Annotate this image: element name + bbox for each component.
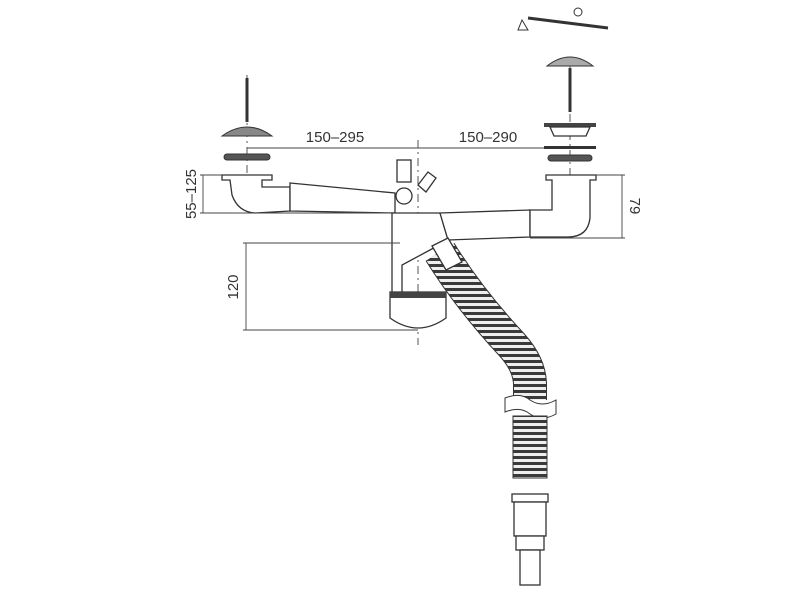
right-height-label: 79 <box>626 198 643 215</box>
left-spacing-label: 150–295 <box>306 129 364 146</box>
right-drain-body <box>529 174 597 238</box>
right-basket-strainer <box>544 123 596 137</box>
trap-cup <box>389 291 447 329</box>
trap-depth-label: 120 <box>225 274 242 299</box>
left-gasket <box>223 153 271 161</box>
right-chain-assembly <box>517 7 609 31</box>
hose-break-mark <box>504 394 557 419</box>
trap-depth-dimension <box>243 242 418 331</box>
right-stopper <box>545 56 595 112</box>
right-height-dimension <box>530 174 625 239</box>
height-adjust-label: 55–125 <box>183 169 200 219</box>
left-strainer <box>220 78 274 137</box>
right-outlet-pipe <box>439 209 531 241</box>
right-spacing-label: 150–290 <box>459 129 517 146</box>
left-outlet-pipe <box>289 182 396 214</box>
height-adjust-dimension <box>200 174 395 214</box>
right-gasket <box>547 154 593 162</box>
corrugated-hose-upper <box>426 243 546 400</box>
hose-connector <box>431 237 463 271</box>
right-flange <box>544 146 596 149</box>
left-drain-body <box>221 174 291 214</box>
hose-end-fitting <box>511 493 549 586</box>
corrugated-hose-lower <box>512 415 548 479</box>
overflow-connector <box>395 159 437 205</box>
